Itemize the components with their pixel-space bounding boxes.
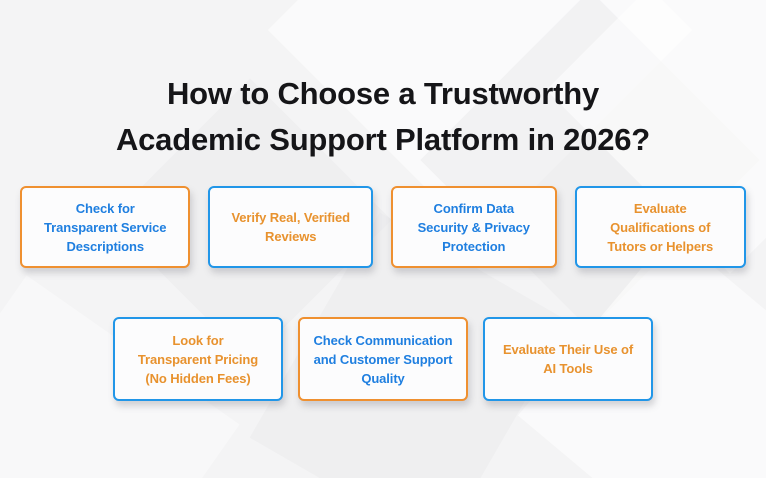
card-evaluate-qualifications-of-tutors-or-helpers[interactable]: Evaluate Qualifications of Tutors or Hel… [574,186,746,268]
card-check-transparent-service-descriptions[interactable]: Check for Transparent Service Descriptio… [20,186,191,268]
card-label: Verify Real, Verified Reviews [231,210,351,244]
page-title-line-1: How to Choose a Trustworthy [166,75,600,111]
page-title-line-2: Academic Support Platform in 2026? [115,121,651,157]
card-evaluate-their-use-of-ai-tools[interactable]: Evaluate Their Use of AI Tools [483,317,653,401]
card-confirm-data-security-privacy-protection[interactable]: Confirm Data Security & Privacy Protecti… [391,186,557,268]
page-title: How to Choose a Trustworthy Academic Sup… [0,71,766,163]
card-label: Confirm Data Security & Privacy Protecti… [417,200,530,254]
card-check-communication-and-customer-support-quality[interactable]: Check Communication and Customer Support… [298,317,468,401]
card-row-1: Check for Transparent Service Descriptio… [0,186,766,268]
card-label: Check for Transparent Service Descriptio… [44,200,167,254]
card-label: Evaluate Qualifications of Tutors or Hel… [607,200,714,254]
card-label: Check Communication and Customer Support… [313,332,453,386]
card-row-2: Look for Transparent Pricing (No Hidden … [0,317,766,401]
card-label: Look for Transparent Pricing (No Hidden … [137,332,259,386]
card-grid: Check for Transparent Service Descriptio… [0,186,766,401]
card-verify-real-verified-reviews[interactable]: Verify Real, Verified Reviews [208,186,373,268]
card-label: Evaluate Their Use of AI Tools [502,342,634,376]
card-look-for-transparent-pricing[interactable]: Look for Transparent Pricing (No Hidden … [113,317,283,401]
